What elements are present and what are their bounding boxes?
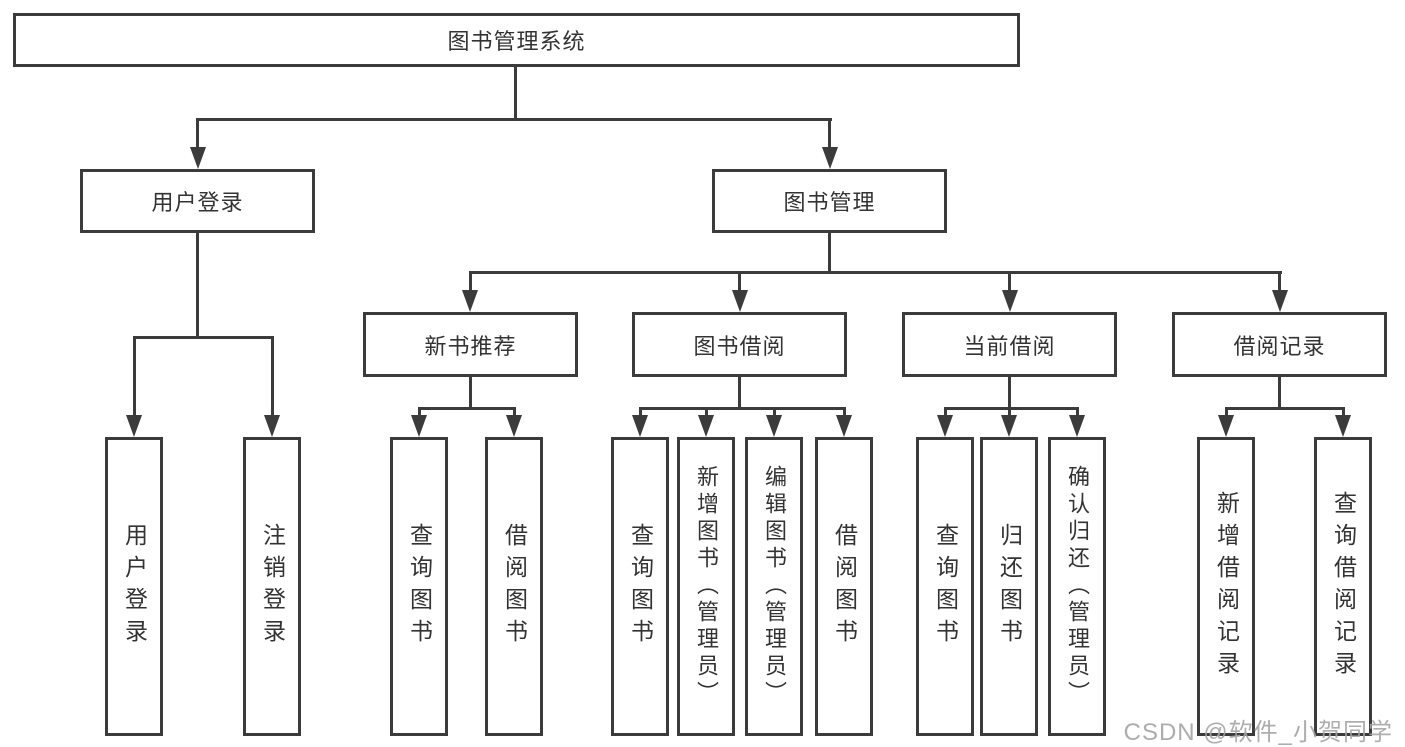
connector-stub: [1076, 407, 1079, 418]
leaf-user-login: 用户登录: [105, 437, 163, 736]
node-borrowing-records-label: 借阅记录: [1233, 333, 1326, 359]
connector-stub-current-borrowing: [1008, 271, 1011, 293]
leaf-query-books-borrowing: 查询图书: [611, 437, 669, 736]
leaf-return-books: 归还图书: [980, 437, 1038, 736]
leaf-add-borrow-record: 新增借阅记录: [1197, 437, 1255, 736]
connector-stub: [513, 407, 516, 418]
arrowhead: [1001, 415, 1017, 437]
connector-current-drop: [1008, 377, 1011, 410]
arrowhead: [698, 415, 714, 437]
node-current-borrowing-label: 当前借阅: [963, 333, 1056, 359]
arrowhead-borrowing-records: [1272, 290, 1288, 312]
node-root: 图书管理系统: [13, 13, 1020, 67]
connector-stub-new-book-recommend: [469, 271, 472, 293]
connector-level3-bar: [469, 271, 1282, 274]
leaf-edit-book-admin: 编辑图书（管理员）: [745, 437, 803, 736]
leaf-query-books-recommend: 查询图书: [390, 437, 448, 736]
connector-stub: [1342, 407, 1345, 418]
arrowhead: [1218, 415, 1234, 437]
node-user-login: 用户登录: [80, 169, 315, 233]
node-new-book-recommend-label: 新书推荐: [424, 333, 517, 359]
node-root-label: 图书管理系统: [447, 29, 586, 54]
connector-stub-leaf-logout: [271, 336, 274, 418]
connector-stub: [1008, 407, 1011, 418]
connector-records-bar: [1225, 407, 1345, 410]
arrowhead: [766, 415, 782, 437]
arrowhead: [1335, 415, 1351, 437]
connector-stub-book-borrowing: [738, 271, 741, 293]
node-current-borrowing: 当前借阅: [902, 312, 1117, 377]
node-borrowing-records: 借阅记录: [1172, 312, 1387, 377]
connector-stub: [705, 407, 708, 418]
leaf-add-book-admin: 新增图书（管理员）: [677, 437, 735, 736]
connector-user-login-bar: [133, 336, 274, 339]
connector-stub: [639, 407, 642, 418]
connector-stub: [418, 407, 421, 418]
node-new-book-recommend: 新书推荐: [363, 312, 578, 377]
leaf-borrow-books-borrowing-label: 借阅图书: [831, 522, 858, 651]
node-book-borrowing-label: 图书借阅: [693, 333, 786, 359]
leaf-logout: 注销登录: [243, 437, 301, 736]
arrowhead: [411, 415, 427, 437]
leaf-query-borrow-record-label: 查询借阅记录: [1330, 490, 1357, 683]
connector-stub-borrowing-records: [1278, 271, 1281, 293]
connector-stub: [944, 407, 947, 418]
arrowhead: [836, 415, 852, 437]
leaf-borrow-books-borrowing: 借阅图书: [815, 437, 873, 736]
connector-stub: [773, 407, 776, 418]
connector-borrowing-drop: [738, 377, 741, 410]
leaf-return-books-label: 归还图书: [996, 522, 1023, 651]
connector-stub-book-management: [828, 118, 831, 150]
arrowhead: [937, 415, 953, 437]
arrowhead-leaf-user-login: [126, 415, 142, 437]
csdn-watermark: CSDN @软件_小贺同学: [1123, 719, 1393, 746]
connector-recommend-drop: [469, 377, 472, 410]
leaf-query-books-current: 查询图书: [916, 437, 974, 736]
arrowhead-book-borrowing: [732, 290, 748, 312]
arrowhead-new-book-recommend: [462, 290, 478, 312]
connector-stub: [1225, 407, 1228, 418]
node-user-login-label: 用户登录: [151, 190, 244, 215]
connector-stub-user-login: [196, 118, 199, 150]
leaf-query-books-current-label: 查询图书: [932, 522, 959, 651]
connector-current-bar: [944, 407, 1079, 410]
leaf-confirm-return-admin-label: 确认归还（管理员）: [1065, 465, 1090, 708]
leaf-borrow-books-recommend: 借阅图书: [485, 437, 543, 736]
leaf-borrow-books-recommend-label: 借阅图书: [501, 522, 528, 651]
arrowhead-book-management: [822, 147, 838, 169]
arrowhead: [1069, 415, 1085, 437]
arrowhead: [506, 415, 522, 437]
node-book-management-label: 图书管理: [783, 190, 876, 215]
node-book-borrowing: 图书借阅: [632, 312, 847, 377]
connector-recommend-bar: [418, 407, 516, 410]
leaf-logout-label: 注销登录: [259, 522, 286, 651]
connector-stub-leaf-user-login: [133, 336, 136, 418]
connector-book-management-drop: [828, 233, 831, 274]
connector-stub: [843, 407, 846, 418]
leaf-confirm-return-admin: 确认归还（管理员）: [1048, 437, 1106, 736]
connector-user-login-drop: [196, 233, 199, 339]
arrowhead-current-borrowing: [1002, 290, 1018, 312]
leaf-add-book-admin-label: 新增图书（管理员）: [694, 465, 719, 708]
connector-records-drop: [1278, 377, 1281, 410]
connector-level2-bar: [196, 118, 832, 121]
leaf-edit-book-admin-label: 编辑图书（管理员）: [762, 465, 787, 708]
leaf-query-borrow-record: 查询借阅记录: [1314, 437, 1372, 736]
leaf-user-login-label: 用户登录: [121, 522, 148, 651]
leaf-add-borrow-record-label: 新增借阅记录: [1213, 490, 1240, 683]
arrowhead-leaf-logout: [264, 415, 280, 437]
arrowhead-user-login: [190, 147, 206, 169]
leaf-query-books-borrowing-label: 查询图书: [627, 522, 654, 651]
arrowhead: [632, 415, 648, 437]
leaf-query-books-recommend-label: 查询图书: [406, 522, 433, 651]
node-book-management: 图书管理: [712, 169, 947, 233]
connector-borrowing-bar: [639, 407, 846, 410]
connector-root-drop: [514, 67, 517, 118]
